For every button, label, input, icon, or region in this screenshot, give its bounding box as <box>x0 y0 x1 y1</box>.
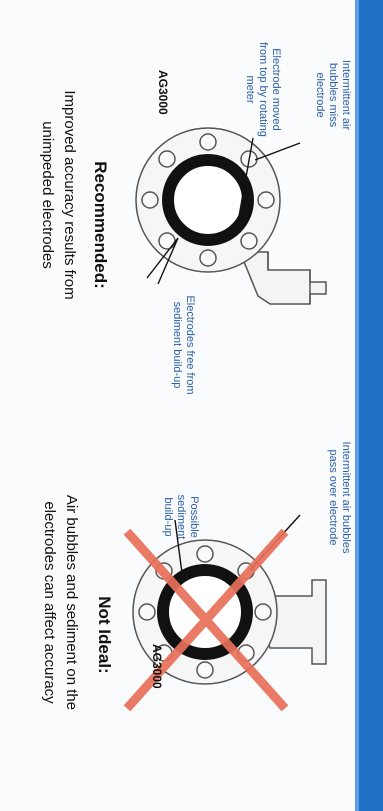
recommended-leader-lines <box>146 137 301 285</box>
recommended-line-2: unimpeded electrodes <box>39 121 56 269</box>
recommended-electrode-moved-note: Electrode moved from top by rotating met… <box>244 42 282 137</box>
recommended-liner-ring <box>162 154 254 246</box>
not-ideal-cross-mark <box>123 528 289 712</box>
not-ideal-meter <box>123 514 327 712</box>
not-ideal-air-bubbles-note: Intermittent air bubbles pass over elect… <box>327 441 352 554</box>
recommended-bolt-holes <box>141 133 275 267</box>
recommended-pipe-outlet <box>238 251 327 305</box>
not-ideal-line-1: Air bubbles and sediment on the <box>63 494 80 711</box>
recommended-line-1: Improved accuracy results from <box>61 90 78 300</box>
brand-edge-stripe <box>355 0 359 811</box>
recommended-meter <box>135 127 327 305</box>
not-ideal-line-2: electrodes can affect accuracy <box>41 501 58 704</box>
recommended-electrodes-free-note: Electrodes free from sediment build-up <box>171 295 196 395</box>
not-ideal-heading: Not Ideal: <box>95 596 114 674</box>
not-ideal-model-label: AG3000 <box>150 644 164 689</box>
brand-edge-bar <box>355 0 383 811</box>
recommended-heading: Recommended: <box>91 161 110 289</box>
not-ideal-sediment-note: Possible sediment build-up <box>162 494 200 540</box>
recommended-air-bubbles-note: Intermittent air bubbles miss electrode <box>314 59 352 131</box>
recommended-model-label: AG3000 <box>156 70 170 115</box>
